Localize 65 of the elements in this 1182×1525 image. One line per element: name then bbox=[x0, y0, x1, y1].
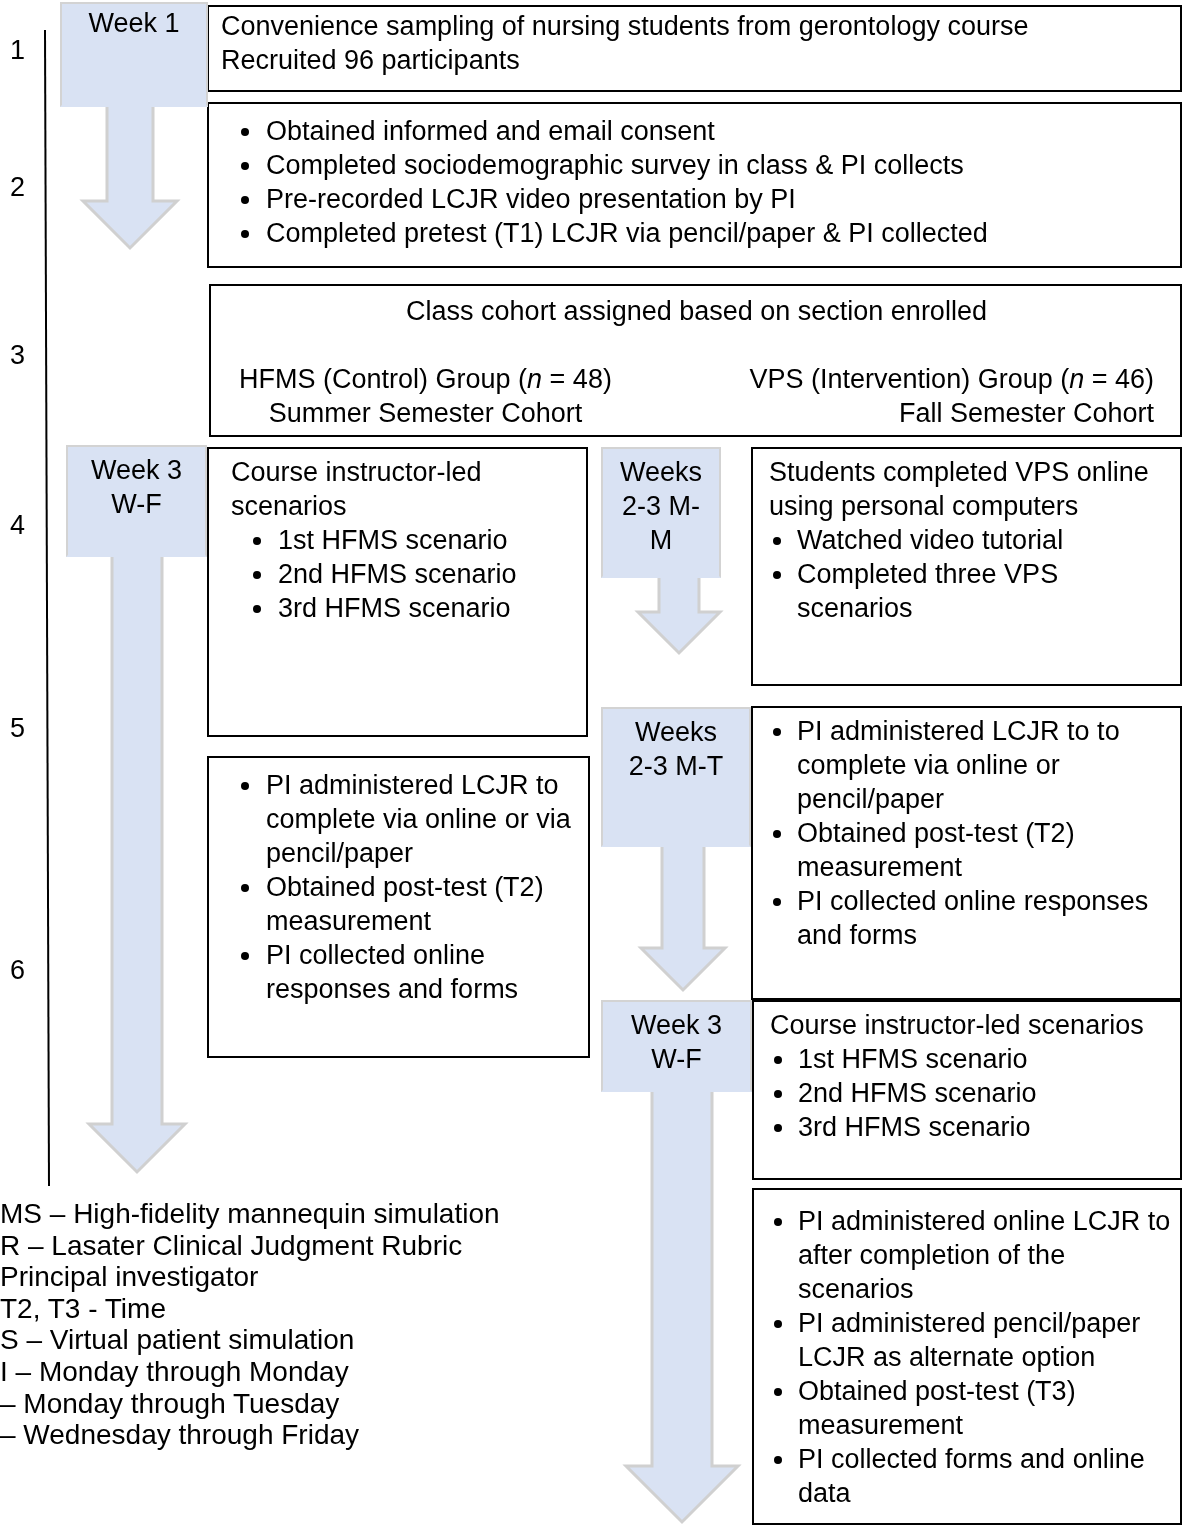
bullet-text: Obtained informed and email consent bbox=[266, 115, 715, 148]
row-number: 2 bbox=[10, 172, 26, 202]
bullet-text: Pre-recorded LCJR video presentation by PI bbox=[266, 183, 796, 216]
row-number: 5 bbox=[10, 713, 26, 743]
week-label: Weeks 2-3 M-T bbox=[627, 716, 725, 783]
week-label: Weeks 2-3 M-M bbox=[619, 456, 703, 557]
step-text: Recruited 96 participants bbox=[221, 44, 521, 77]
abbreviation-note: MS – High-fidelity mannequin simulation bbox=[0, 1198, 500, 1230]
step-box bbox=[207, 756, 590, 1058]
group-text: HFMS (Control) Group (n = 48) bbox=[239, 363, 612, 396]
step-text: Course instructor-led scenarios bbox=[770, 1009, 1145, 1042]
bullet-text: PI administered LCJR to complete via online or via pencil/paper bbox=[266, 769, 572, 870]
week-box bbox=[66, 445, 207, 557]
bullet-text: 1st HFMS scenario bbox=[278, 524, 508, 557]
bullet-text: Obtained post-test (T3) measurement bbox=[798, 1375, 1077, 1442]
week-label: Week 3 W-F bbox=[629, 1009, 723, 1076]
step-box bbox=[751, 706, 1182, 1000]
step-box bbox=[207, 102, 1182, 268]
step-box bbox=[752, 1000, 1182, 1180]
step-text: Convenience sampling of nursing students from gerontology course bbox=[221, 10, 1030, 43]
row-number: 6 bbox=[10, 955, 26, 985]
bullet-text: PI collected online responses and forms bbox=[266, 939, 520, 1006]
week-box bbox=[60, 2, 208, 107]
row-number: 3 bbox=[10, 340, 26, 370]
bullet-text: PI administered online LCJR to after completion of the scenarios bbox=[798, 1205, 1172, 1306]
week-box bbox=[601, 1000, 752, 1092]
abbreviation-note: R – Lasater Clinical Judgment Rubric bbox=[0, 1229, 464, 1262]
group-text: Fall Semester Cohort bbox=[898, 397, 1154, 430]
week-box bbox=[601, 447, 721, 578]
step-text: Course instructor-led scenarios bbox=[231, 456, 483, 523]
group-text: Summer Semester Cohort bbox=[268, 397, 583, 430]
bullet-text: PI administered pencil/paper LCJR as alternate option bbox=[798, 1307, 1142, 1374]
row-number: 1 bbox=[10, 35, 26, 65]
step-box bbox=[752, 1188, 1182, 1525]
step-box bbox=[207, 447, 588, 737]
bullet-text: PI collected online responses and forms bbox=[797, 885, 1150, 952]
group-text: VPS (Intervention) Group (n = 46) bbox=[749, 363, 1154, 396]
bullet-text: 3rd HFMS scenario bbox=[798, 1111, 1031, 1144]
step-box bbox=[209, 284, 1182, 437]
week-label: Week 3 W-F bbox=[89, 454, 183, 521]
step-text: Students completed VPS online using personal computers bbox=[769, 456, 1150, 523]
abbreviation-note: T2, T3 - Time bbox=[0, 1292, 167, 1325]
abbreviation-note: I – Monday through Monday bbox=[0, 1355, 350, 1388]
step-box bbox=[751, 447, 1182, 686]
step-heading: Class cohort assigned based on section enrolled bbox=[405, 295, 988, 328]
bullet-text: Watched video tutorial bbox=[797, 524, 1064, 557]
bullet-text: Completed sociodemographic survey in class & PI collects bbox=[266, 149, 964, 182]
bullet-text: 3rd HFMS scenario bbox=[278, 592, 511, 625]
bullet-text: Obtained post-test (T2) measurement bbox=[266, 871, 545, 938]
bullet-text: 2nd HFMS scenario bbox=[278, 558, 517, 591]
week-label: Week 1 bbox=[87, 7, 181, 40]
abbreviation-note: – Wednesday through Friday bbox=[0, 1419, 361, 1451]
bullet-text: 1st HFMS scenario bbox=[798, 1043, 1028, 1076]
step-box bbox=[207, 5, 1182, 92]
bullet-text: Obtained post-test (T2) measurement bbox=[797, 817, 1076, 884]
bullet-text: PI administered LCJR to to complete via online or pencil/paper bbox=[797, 715, 1121, 816]
bullet-text: PI collected forms and online data bbox=[798, 1443, 1146, 1510]
abbreviation-note: S – Virtual patient simulation bbox=[0, 1324, 356, 1356]
abbreviation-note: Principal investigator bbox=[0, 1261, 260, 1293]
row-number: 4 bbox=[10, 510, 26, 540]
bullet-text: Completed three VPS scenarios bbox=[797, 558, 1060, 625]
bullet-text: 2nd HFMS scenario bbox=[798, 1077, 1037, 1110]
bullet-text: Completed pretest (T1) LCJR via pencil/paper & PI collected bbox=[266, 217, 988, 250]
week-box bbox=[601, 707, 751, 847]
abbreviation-note: – Monday through Tuesday bbox=[0, 1387, 341, 1420]
